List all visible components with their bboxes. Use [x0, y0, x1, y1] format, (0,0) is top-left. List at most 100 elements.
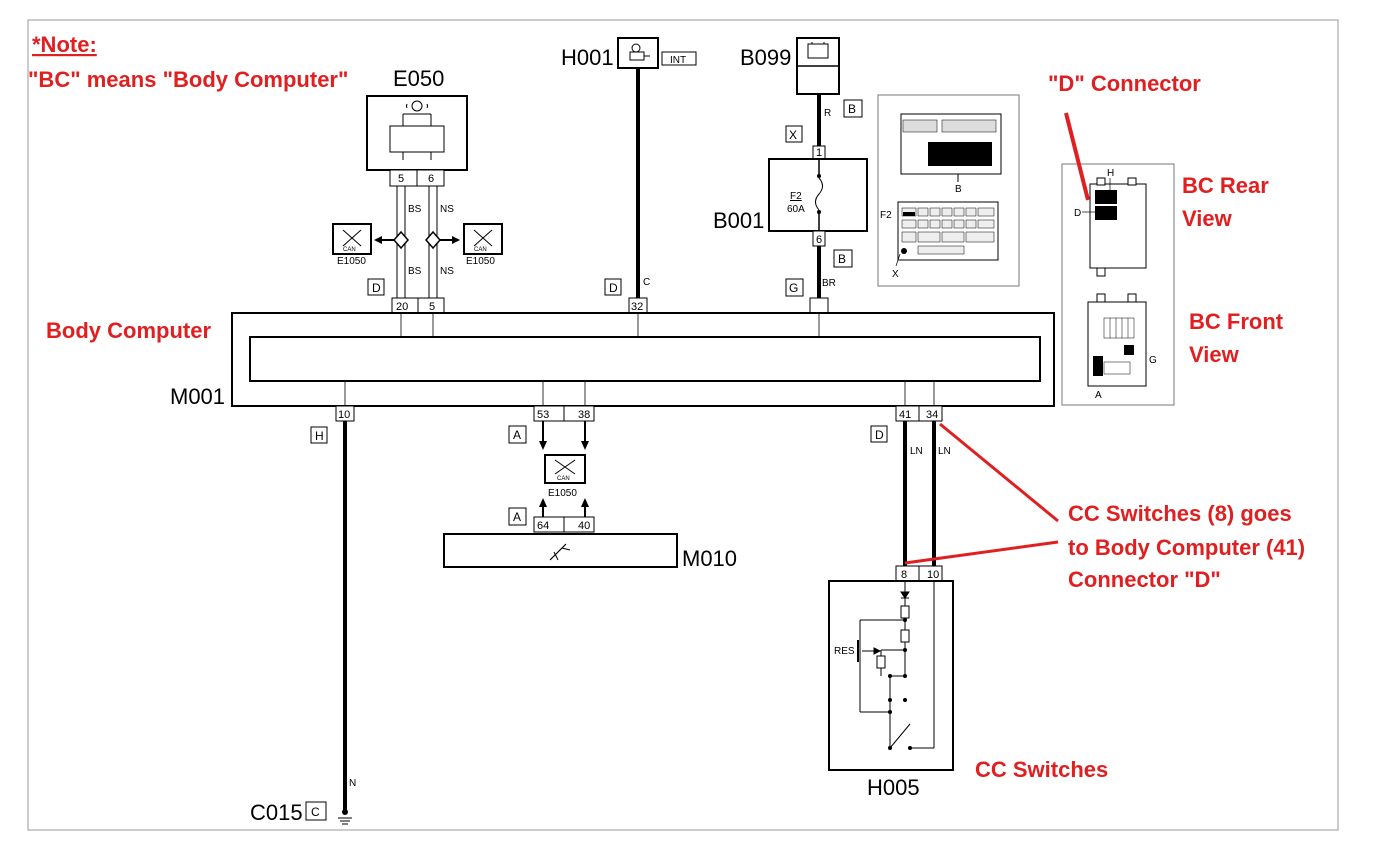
- e050-label: E050: [393, 66, 444, 91]
- inset-label-x: X: [892, 269, 899, 280]
- h001-box: [617, 37, 659, 69]
- connector-h-box: [310, 426, 328, 444]
- h001-int-box: [661, 51, 697, 66]
- connector-d-box-3: [870, 425, 888, 443]
- front-connector-g: [1124, 345, 1134, 355]
- m010-component: M010: [443, 533, 737, 571]
- m010-box: [443, 533, 678, 568]
- m001-body-computer: M001: [170, 312, 1055, 409]
- h001-label: H001: [561, 45, 614, 70]
- b099-component: B099: [740, 37, 840, 95]
- annotation-d-connector: "D" Connector: [1048, 71, 1201, 96]
- m001-pin-br-box: [809, 297, 829, 314]
- e1050-label-right: E1050: [466, 256, 495, 267]
- fusebox-inset: B F2 X: [877, 94, 1020, 287]
- pin-m001-10: 10: [338, 409, 350, 421]
- connector-d-3: D: [875, 428, 884, 442]
- pin-m010-40: 40: [578, 520, 590, 532]
- switch-circuit-icon: [857, 581, 935, 749]
- pin-h005-10: 10: [927, 569, 939, 581]
- wire-bs-top: BS: [408, 204, 422, 215]
- fuse-name: F2: [790, 191, 802, 202]
- pin-m001-34: 34: [926, 409, 938, 421]
- pin-m001-53: 53: [537, 409, 549, 421]
- connector-x-box: [785, 125, 803, 143]
- connector-a-2: A: [513, 510, 521, 524]
- wire-bs-bottom: BS: [408, 266, 422, 277]
- d-connector-pointer: [1064, 112, 1090, 201]
- connector-d-box-1: [367, 278, 385, 296]
- m010-label: M010: [682, 546, 737, 571]
- c015-box-label: C: [311, 805, 320, 819]
- e1050-center: CAN E1050: [544, 454, 586, 499]
- pin-e050-5: 5: [398, 173, 404, 185]
- connector-d-1: D: [372, 281, 381, 295]
- fuse-rating: 60A: [787, 204, 805, 215]
- pin-m001-41: 41: [899, 409, 911, 421]
- can-network-icon: [342, 229, 362, 247]
- front-connector-a: [1093, 356, 1103, 376]
- pin-m010-64: 64: [537, 520, 549, 532]
- pin-b001-1: 1: [816, 147, 822, 159]
- ground-icon: [338, 817, 352, 825]
- inset-label-f2: F2: [880, 210, 892, 221]
- wire-ln-2-label: LN: [938, 446, 951, 457]
- connector-b-1: B: [848, 102, 856, 116]
- h001-component: H001 INT C: [561, 37, 697, 298]
- connector-g: G: [789, 281, 798, 295]
- connector-b-box-2: [833, 249, 853, 268]
- connector-d-2: D: [609, 281, 618, 295]
- rear-label-d: D: [1074, 208, 1081, 219]
- can-label-right: CAN: [474, 247, 487, 253]
- rear-label-h: H: [1107, 168, 1114, 179]
- pin-b001-6: 6: [816, 234, 822, 246]
- b099-label: B099: [740, 45, 791, 70]
- wire-c-label: C: [643, 277, 650, 288]
- pin-m001-32: 32: [631, 301, 643, 313]
- e1050-right: CAN E1050: [463, 223, 503, 267]
- connector-a-1: A: [513, 428, 521, 442]
- wire-ns-bottom: NS: [440, 266, 454, 277]
- wire-br-label: BR: [822, 278, 836, 289]
- annotation-bc-front-2: View: [1189, 342, 1240, 367]
- m001-label: M001: [170, 384, 225, 409]
- connector-x: X: [789, 128, 797, 142]
- b001-component: F2 60A B001: [713, 158, 868, 233]
- ignition-key-icon: [629, 43, 650, 61]
- can-label-center: CAN: [557, 476, 570, 482]
- h001-int: INT: [670, 55, 686, 66]
- e1050-label-left: E1050: [337, 256, 366, 267]
- h005-component: RES H005: [828, 580, 954, 800]
- b001-label: B001: [713, 208, 764, 233]
- annotation-bc-rear-2: View: [1182, 206, 1233, 231]
- connector-b-2: B: [838, 252, 846, 266]
- wire-ns-top: NS: [440, 204, 454, 215]
- bc-views-inset: H D G A: [1061, 163, 1175, 406]
- injector-icon: [549, 543, 571, 561]
- e1050-label-center: E1050: [548, 488, 577, 499]
- battery-icon: [807, 42, 829, 59]
- wire-n-label: N: [349, 778, 356, 789]
- cc-pointer-to-41: [939, 422, 1059, 523]
- e1050-left: CAN E1050: [332, 223, 372, 267]
- connector-a-box-1: [508, 425, 527, 444]
- inset-label-b: B: [955, 184, 962, 195]
- pin-e050-6: 6: [428, 173, 434, 185]
- connector-d-box-2: [604, 278, 622, 296]
- arrow-up-icon: [581, 498, 589, 507]
- pin-m001-38: 38: [578, 409, 590, 421]
- rear-connector-d: [1095, 206, 1117, 220]
- annotation-bc-rear-1: BC Rear: [1182, 173, 1269, 198]
- annotation-cc-link-2: to Body Computer (41): [1068, 535, 1305, 560]
- connector-a-box-2: [508, 507, 527, 526]
- annotation-cc-switches: CC Switches: [975, 757, 1108, 782]
- arrow-down-icon: [581, 441, 589, 450]
- can-network-icon: [473, 229, 493, 247]
- note-text: "BC" means "Body Computer": [28, 67, 348, 92]
- h005-label: H005: [867, 775, 920, 800]
- front-label-a: A: [1095, 390, 1102, 401]
- c015-label: C015: [250, 800, 303, 825]
- front-label-g: G: [1149, 355, 1157, 366]
- wire-r-label: R: [824, 108, 831, 119]
